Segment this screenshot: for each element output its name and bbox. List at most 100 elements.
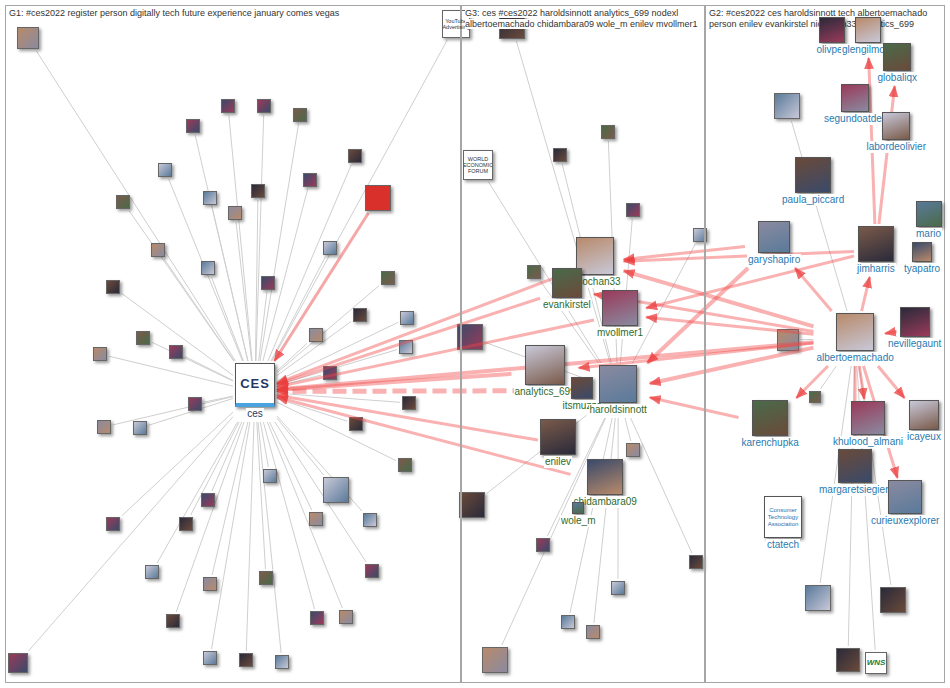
- avatar: [572, 502, 584, 514]
- mention-arrow: [277, 342, 814, 389]
- avatar-icon: [482, 647, 508, 673]
- mention-line: [229, 115, 252, 361]
- mention-arrow: [796, 366, 828, 398]
- avatar-icon: [259, 571, 273, 585]
- avatar: [838, 449, 872, 483]
- icon-text: WNS: [867, 660, 886, 666]
- mention-line: [113, 397, 233, 425]
- user-node: globaliqx: [877, 43, 918, 84]
- mention-line: [487, 415, 587, 493]
- avatar-icon: [348, 149, 362, 163]
- user-node: tyapatro: [903, 242, 941, 275]
- group-panel: G1: #ces2022 register person digitally t…: [5, 5, 461, 683]
- user-label: haroldsinnott: [589, 404, 648, 416]
- avatar-icon: [353, 308, 367, 322]
- user-label: wole_m: [560, 515, 596, 527]
- avatar-icon: [689, 555, 703, 569]
- mention-arrow: [862, 277, 870, 311]
- avatar-icon: [203, 651, 217, 665]
- group-title: G3: ces #ces2022 haroldsinnott analytics…: [465, 8, 701, 30]
- mention-line: [212, 422, 242, 491]
- group-title: G1: #ces2022 register person digitally t…: [9, 8, 457, 19]
- avatar: [882, 112, 910, 140]
- avatar-icon: [8, 653, 28, 673]
- avatar: [552, 268, 582, 298]
- user-node: icayeux: [906, 400, 942, 443]
- mention-line: [36, 51, 235, 361]
- mention-line: [275, 422, 366, 562]
- user-node: jimharris: [856, 226, 896, 275]
- mention-line: [195, 135, 248, 361]
- avatar-icon: [880, 587, 906, 613]
- mention-arrow: [885, 332, 897, 334]
- avatar-icon: [626, 203, 640, 217]
- mention-line: [801, 339, 814, 340]
- avatar: [599, 365, 637, 403]
- mention-line: [212, 422, 250, 649]
- avatar: [855, 17, 881, 43]
- avatar-icon: [151, 243, 165, 257]
- avatar-icon: [257, 99, 271, 113]
- mention-arrow: [624, 251, 854, 261]
- group-title-text: G3: ces #ces2022 haroldsinnott analytics…: [465, 8, 698, 29]
- mention-line: [260, 124, 299, 361]
- user-node: curieuxexplorer: [870, 480, 940, 527]
- mention-line: [28, 417, 233, 651]
- logo-text: Consumer Technology Association: [765, 506, 801, 529]
- user-node: khulood_almani: [832, 401, 904, 448]
- avatar-icon: [527, 265, 541, 279]
- user-label: segundoatdell: [823, 113, 887, 125]
- user-label: tyapatro: [903, 263, 941, 275]
- avatar: [525, 345, 565, 385]
- avatar-icon: [363, 513, 377, 527]
- avatar-icon: [553, 148, 567, 162]
- avatar-icon: [303, 173, 317, 187]
- avatar-icon: [365, 185, 391, 211]
- avatar: [587, 459, 623, 495]
- avatar-icon: [774, 93, 800, 119]
- user-label: paula_piccard: [781, 194, 845, 206]
- mention-line: [268, 165, 351, 361]
- mention-arrow: [277, 273, 567, 383]
- avatar-icon: [97, 420, 111, 434]
- avatar: CES: [235, 363, 275, 407]
- avatar-icon: [365, 564, 379, 578]
- user-node: segundoatdell: [823, 84, 887, 125]
- mention-line: [157, 422, 237, 563]
- avatar-icon: [106, 280, 120, 294]
- avatar-icon: [188, 397, 202, 411]
- avatar-icon: [169, 345, 183, 359]
- user-node: albertoemachado: [816, 313, 895, 364]
- avatar-icon: [158, 163, 172, 177]
- mention-line: [152, 342, 233, 381]
- avatar: [916, 201, 942, 227]
- avatar-icon: [186, 119, 200, 133]
- avatar: [758, 221, 790, 253]
- mention-arrow: [277, 395, 538, 440]
- user-label: analytics_699: [514, 386, 577, 398]
- user-label: albertoemachado: [816, 352, 895, 364]
- mention-line: [185, 357, 233, 381]
- avatar-icon: WORLD ECONOMIC FORUM: [463, 150, 493, 180]
- avatar-icon: [310, 611, 324, 625]
- avatar-icon: [179, 517, 193, 531]
- user-node: Consumer Technology Associationctatech: [764, 496, 802, 551]
- user-label: margaretsiegien: [818, 484, 892, 496]
- user-label: enilev: [544, 456, 572, 468]
- avatar-icon: [459, 492, 485, 518]
- avatar: [883, 43, 911, 71]
- user-node: analytics_699: [514, 345, 577, 398]
- avatar-icon: [275, 655, 289, 669]
- avatar-icon: [309, 512, 323, 526]
- user-node: margaretsiegien: [818, 449, 892, 496]
- avatar: [912, 242, 932, 262]
- avatar: [602, 290, 638, 326]
- avatar-icon: [809, 391, 821, 403]
- user-label: mvollmer1: [596, 327, 644, 339]
- mention-line: [271, 257, 325, 361]
- avatar-icon: [536, 538, 550, 552]
- avatar-icon: [293, 108, 307, 122]
- user-label: mario: [915, 228, 942, 240]
- avatar-icon: [561, 615, 575, 629]
